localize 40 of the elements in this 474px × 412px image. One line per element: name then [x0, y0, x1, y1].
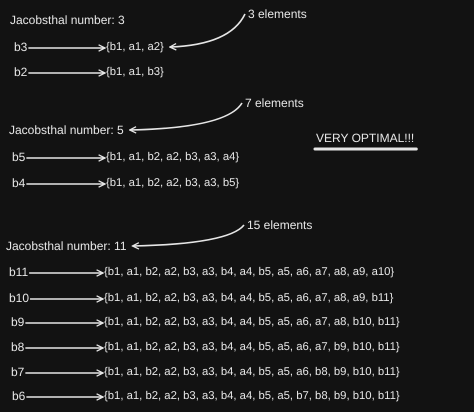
heading-text: Jacobsthal number: 11: [6, 238, 127, 254]
set-text: {b1, a1, b2, a2, b3, a3, b4, a4, b5, a5, a6, a7, b9, b10, b11}: [104, 339, 400, 355]
arrow: [28, 44, 106, 52]
key-label: b3: [14, 39, 28, 55]
leader-arrow: [169, 14, 246, 50]
key-label: b8: [11, 339, 24, 355]
arrow: [29, 269, 104, 277]
key-label: b5: [12, 149, 26, 165]
key-label: b9: [11, 314, 24, 330]
set-text: {b1, a1, b2, a2, b3, a3, b4, a4, b5, a5, a6, a7, a8, a9, b11}: [104, 290, 394, 306]
note-text: VERY OPTIMAL!!!: [316, 130, 414, 146]
arrow: [25, 369, 104, 377]
key-label: b2: [14, 64, 28, 80]
key-label: b4: [12, 175, 26, 191]
set-text: {b1, a1, b2, a2, b3, a3, a4}: [106, 149, 240, 165]
set-text: {b1, a1, b2, a2, b3, a3, b4, a4, b5, a5, a6, b8, b9, b10, b11}: [104, 364, 400, 380]
arrow: [26, 180, 106, 188]
callout-text: 15 elements: [247, 217, 312, 233]
set-text: {b1, a1, b2, a2, b3, a3, b4, a4, b5, a5, b7, b8, b9, b10, b11}: [104, 388, 400, 404]
arrow: [25, 344, 104, 352]
key-label: b10: [9, 290, 30, 306]
arrow: [26, 154, 106, 162]
arrow: [25, 319, 104, 327]
heading-text: Jacobsthal number: 5: [9, 122, 124, 138]
key-label: b11: [9, 264, 28, 280]
set-text: {b1, a1, b3}: [106, 64, 164, 80]
set-text: {b1, a1, b2, a2, b3, a3, b4, a4, b5, a5, a6, a7, a8, a9, a10}: [104, 264, 394, 280]
callout-text: 3 elements: [248, 6, 307, 22]
arrow: [30, 295, 104, 303]
key-label: b6: [12, 388, 26, 404]
arrow: [26, 393, 104, 401]
set-text: {b1, a1, b2, a2, b3, a3, b5}: [106, 175, 240, 191]
leader-arrow: [132, 224, 245, 250]
set-text: {b1, a1, a2}: [106, 39, 164, 55]
leader-arrow: [129, 102, 243, 134]
callout-text: 7 elements: [245, 95, 304, 111]
set-text: {b1, a1, b2, a2, b3, a3, b4, a4, b5, a5, a6, a7, a8, b10, b11}: [104, 314, 400, 330]
arrow: [28, 69, 106, 77]
heading-text: Jacobsthal number: 3: [10, 12, 125, 28]
key-label: b7: [11, 364, 24, 380]
